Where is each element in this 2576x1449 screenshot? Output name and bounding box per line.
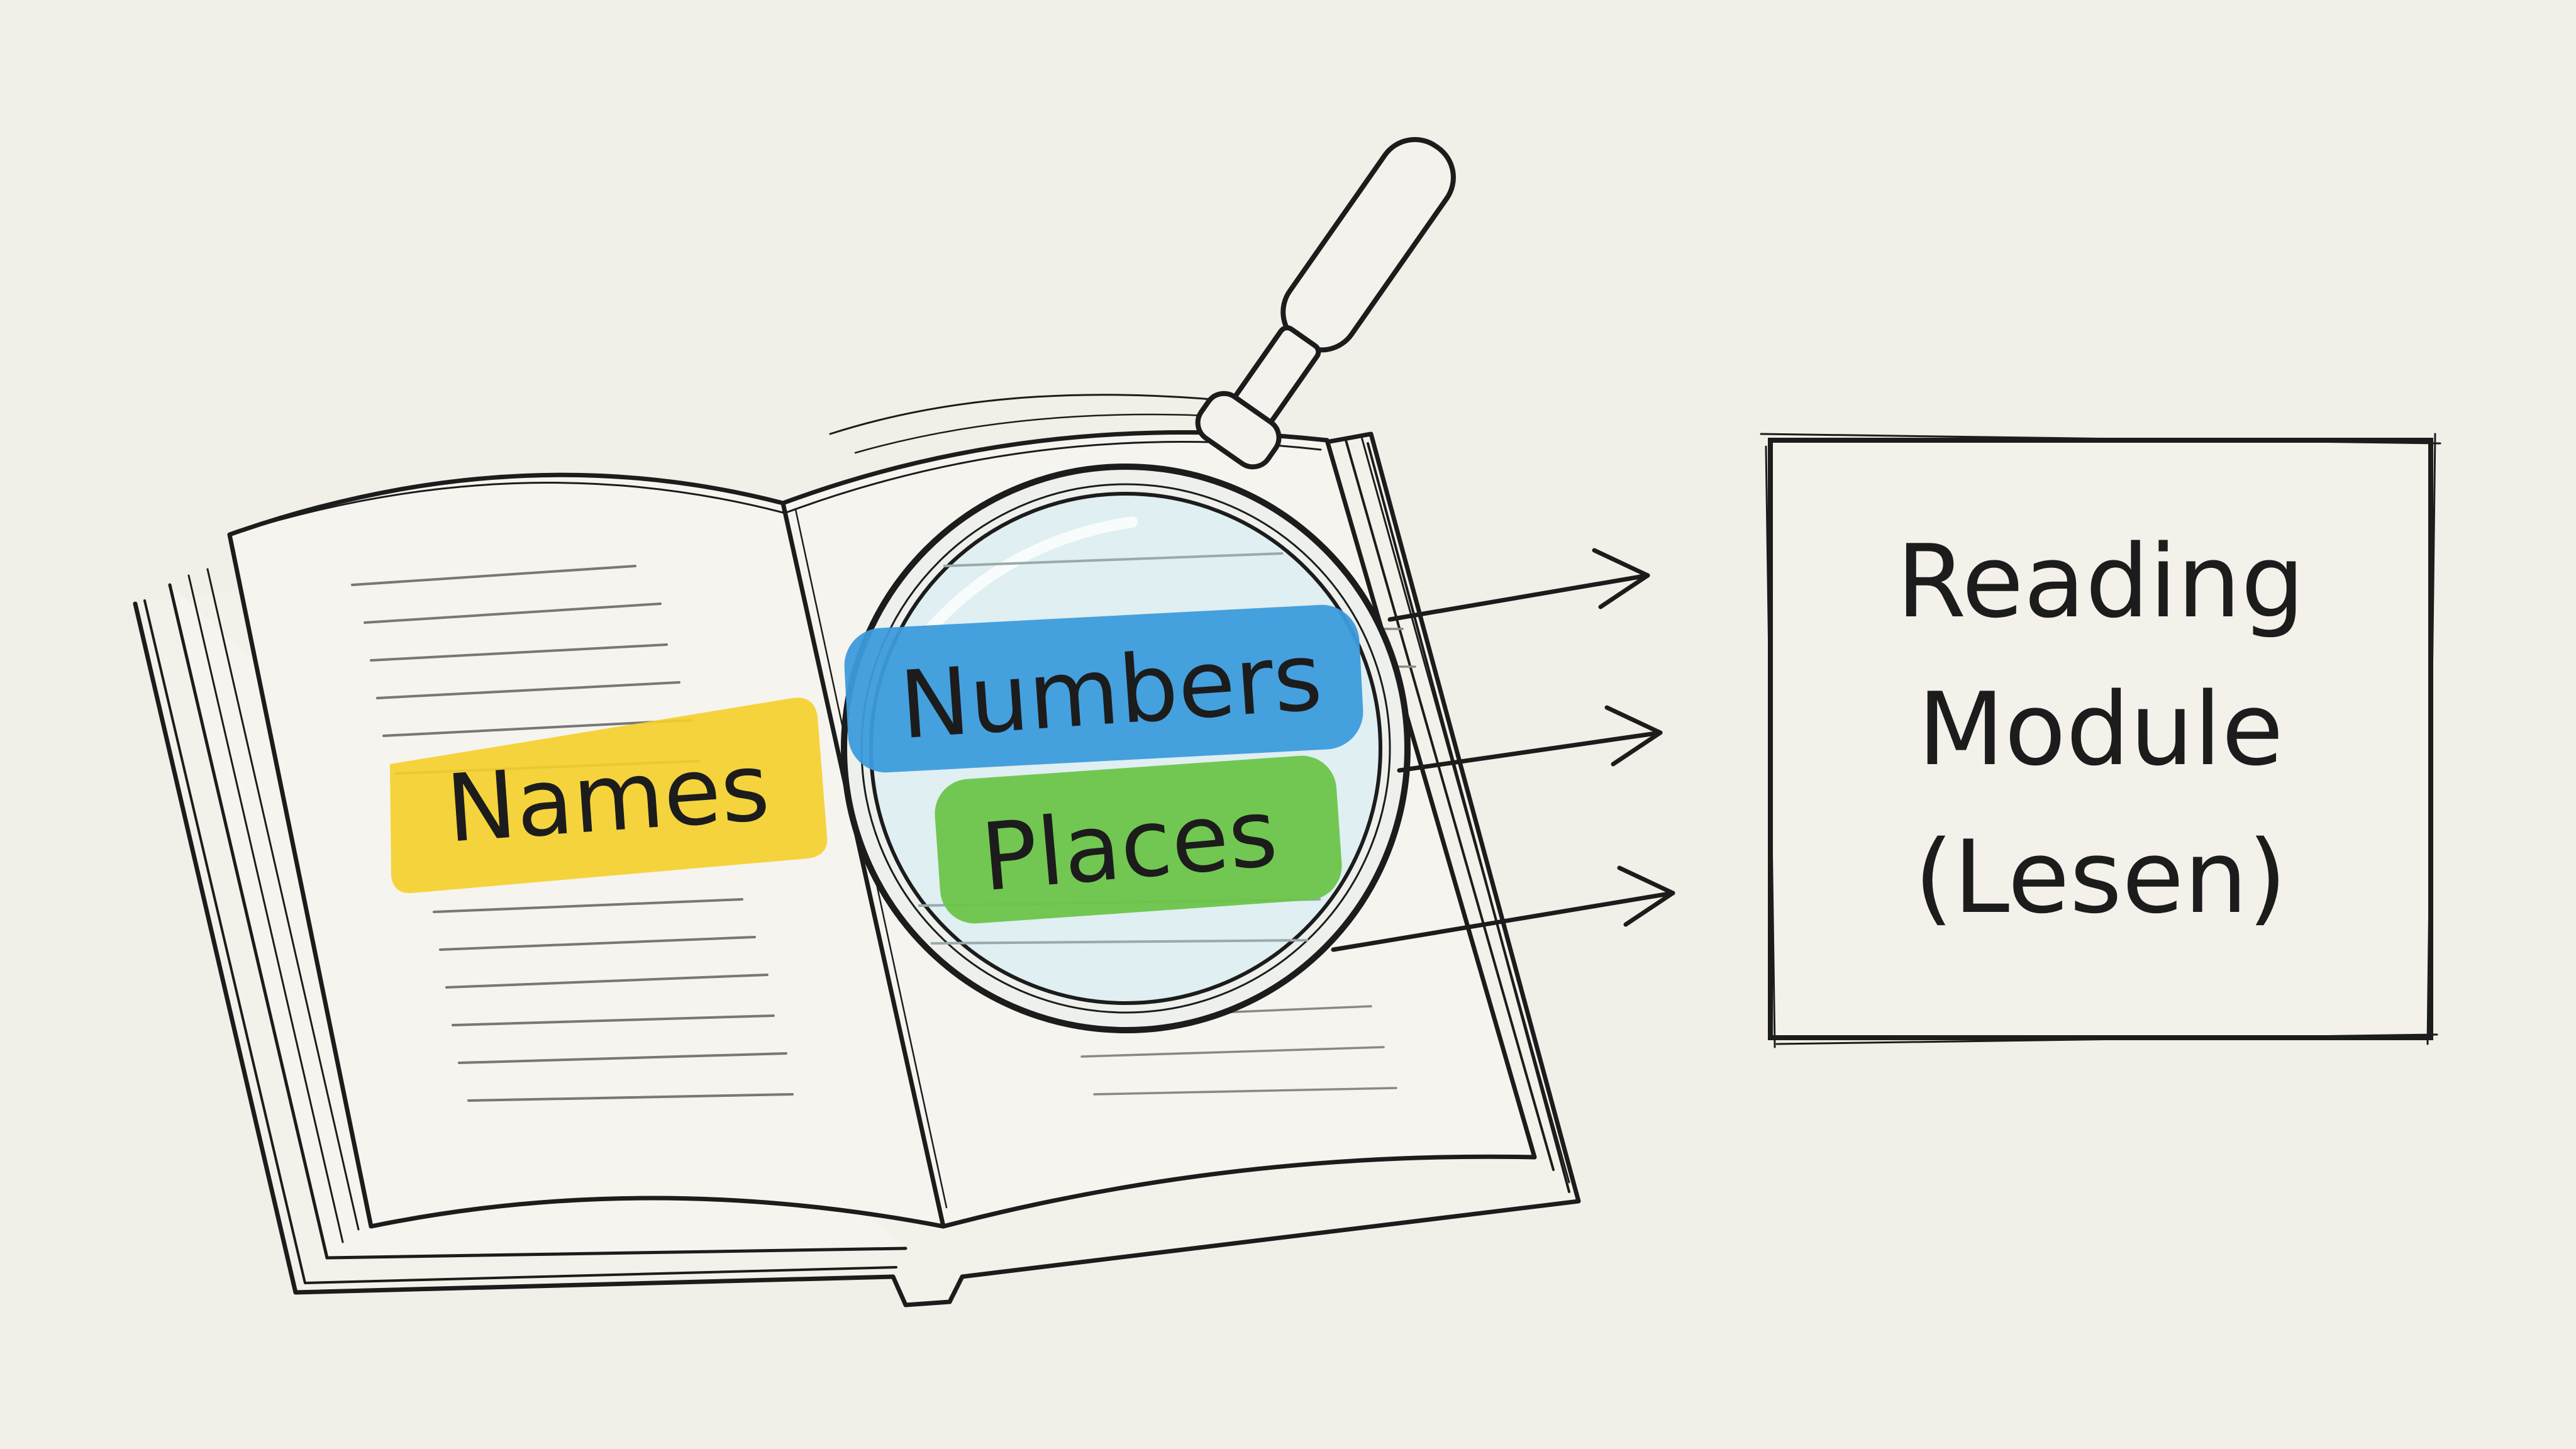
reading-module-box: Reading Module (Lesen) [1760, 433, 2441, 1048]
places-highlight: Places [935, 755, 1342, 924]
arrow-icon [1387, 548, 1650, 622]
places-label: Places [977, 779, 1282, 912]
module-title-line3: (Lesen) [1914, 818, 2287, 936]
arrow-icon [1397, 705, 1663, 773]
names-highlight: Names [390, 697, 828, 894]
arrow-icon [1331, 865, 1675, 952]
module-title-line2: Module [1918, 670, 2284, 788]
numbers-highlight: Numbers [844, 604, 1363, 773]
names-label: Names [443, 733, 772, 863]
module-title-line1: Reading [1896, 523, 2304, 640]
